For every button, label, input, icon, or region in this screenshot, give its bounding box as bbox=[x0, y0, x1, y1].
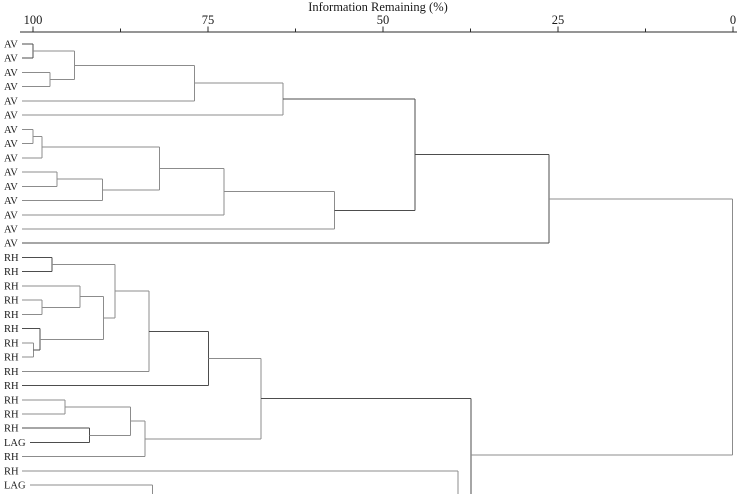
leaf-label: RH bbox=[4, 253, 19, 264]
leaf-label: AV bbox=[4, 153, 18, 164]
leaf-label: AV bbox=[4, 210, 18, 221]
leaf-label: AV bbox=[4, 125, 18, 136]
leaf-label: RH bbox=[4, 409, 19, 420]
leaf-label: AV bbox=[4, 182, 18, 193]
leaf-label: AV bbox=[4, 224, 18, 235]
leaf-label: RH bbox=[4, 395, 19, 406]
leaf-label: AV bbox=[4, 54, 18, 65]
leaf-label: RH bbox=[4, 424, 19, 435]
leaf-label: LAG bbox=[4, 438, 26, 449]
leaf-label: RH bbox=[4, 296, 19, 307]
leaf-label: RH bbox=[4, 381, 19, 392]
leaf-label: RH bbox=[4, 353, 19, 364]
leaf-label: AV bbox=[4, 196, 18, 207]
leaf-label: AV bbox=[4, 111, 18, 122]
leaf-label: RH bbox=[4, 367, 19, 378]
leaf-label: RH bbox=[4, 338, 19, 349]
axis-tick-label: 50 bbox=[377, 13, 390, 27]
axis-tick-label: 75 bbox=[202, 13, 215, 27]
leaf-labels: AV AV AV AV AV AV AV AV AV AV AV AV AV AV AV RH RH RH RH RH… bbox=[4, 40, 26, 492]
axis-tick-label: 25 bbox=[552, 13, 565, 27]
axis-tick-label: 100 bbox=[24, 13, 43, 27]
leaf-label: AV bbox=[4, 139, 18, 150]
leaf-label: AV bbox=[4, 68, 18, 79]
leaf-label: AV bbox=[4, 82, 18, 93]
dendrogram-links bbox=[22, 43, 733, 494]
leaf-label: LAG bbox=[4, 481, 26, 492]
leaf-label: RH bbox=[4, 466, 19, 477]
leaf-label: RH bbox=[4, 267, 19, 278]
axis: 100 75 50 25 0 bbox=[20, 13, 737, 33]
axis-tick-label: 0 bbox=[730, 13, 736, 27]
leaf-label: RH bbox=[4, 281, 19, 292]
leaf-label: RH bbox=[4, 310, 19, 321]
leaf-label: AV bbox=[4, 96, 18, 107]
leaf-label: AV bbox=[4, 168, 18, 179]
leaf-label: AV bbox=[4, 239, 18, 250]
leaf-label: AV bbox=[4, 40, 18, 51]
leaf-label: RH bbox=[4, 452, 19, 463]
chart-title: Information Remaining (%) bbox=[308, 0, 448, 14]
leaf-label: RH bbox=[4, 324, 19, 335]
